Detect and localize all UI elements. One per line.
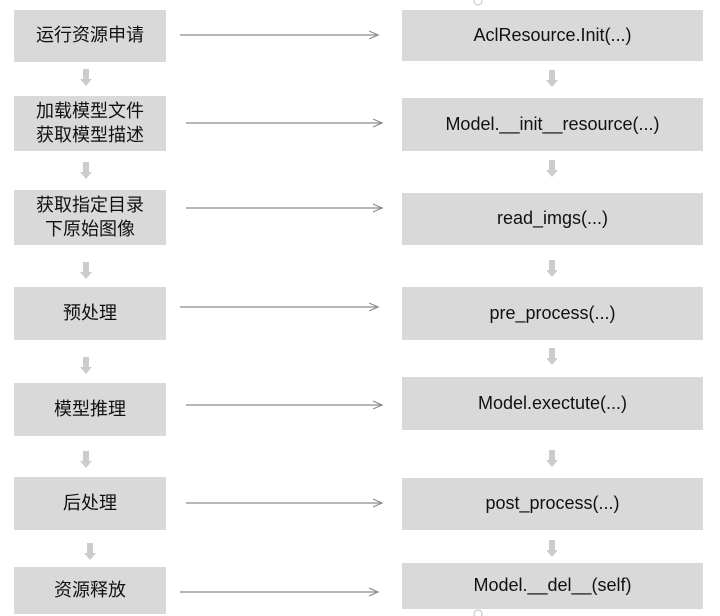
step-box-5: 模型推理 — [14, 383, 166, 436]
step-box-7: 资源释放 — [14, 567, 166, 614]
connector-dot-bottom — [473, 609, 483, 616]
code-box-4: pre_process(...) — [402, 287, 703, 340]
code-box-6: post_process(...) — [402, 478, 703, 530]
code-label-6: post_process(...) — [485, 493, 620, 514]
step-box-3: 获取指定目录 下原始图像 — [14, 190, 166, 245]
code-label-1: AclResource.Init(...) — [473, 24, 632, 45]
down-arrow-right-2 — [546, 160, 558, 177]
down-arrow-left-2 — [80, 162, 92, 179]
step-label-5: 模型推理 — [54, 398, 126, 420]
down-arrow-right-1 — [546, 70, 558, 87]
code-label-4: pre_process(...) — [489, 302, 616, 323]
down-arrow-left-5 — [80, 451, 92, 468]
step-box-4: 预处理 — [14, 287, 166, 340]
connector-dot-top — [473, 0, 483, 6]
code-box-2: Model.__init__resource(...) — [402, 98, 703, 151]
down-arrow-right-5 — [546, 450, 558, 467]
down-arrow-right-3 — [546, 260, 558, 277]
code-box-1: AclResource.Init(...) — [402, 10, 703, 61]
step-label-1: 运行资源申请 — [36, 25, 144, 47]
step-box-1: 运行资源申请 — [14, 10, 166, 62]
step-label-2: 加载模型文件 获取模型描述 — [36, 101, 144, 146]
code-label-5: Model.exectute(...) — [477, 392, 628, 413]
down-arrow-right-4 — [546, 348, 558, 365]
step-label-4: 预处理 — [63, 302, 117, 324]
down-arrow-left-3 — [80, 262, 92, 279]
step-box-6: 后处理 — [14, 477, 166, 530]
code-box-5: Model.exectute(...) — [402, 377, 703, 430]
step-label-6: 后处理 — [63, 492, 117, 514]
down-arrow-left-1 — [80, 69, 92, 86]
code-label-2: Model.__init__resource(...) — [445, 113, 660, 134]
code-box-7: Model.__del__(self) — [402, 563, 703, 609]
down-arrow-left-4 — [80, 357, 92, 374]
step-label-3: 获取指定目录 下原始图像 — [36, 195, 144, 240]
step-label-7: 资源释放 — [54, 579, 126, 601]
down-arrow-right-6 — [546, 540, 558, 557]
code-label-7: Model.__del__(self) — [473, 575, 632, 596]
step-box-2: 加载模型文件 获取模型描述 — [14, 96, 166, 151]
down-arrow-left-6 — [84, 543, 96, 560]
code-box-3: read_imgs(...) — [402, 193, 703, 245]
code-label-3: read_imgs(...) — [496, 208, 609, 229]
